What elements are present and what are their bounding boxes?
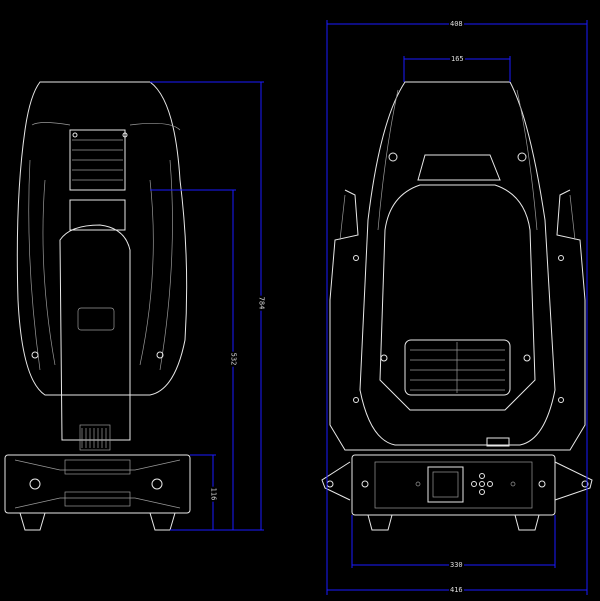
front-heatsink <box>404 339 511 396</box>
side-view <box>4 81 191 531</box>
dim-408: 408 <box>449 20 464 28</box>
dim-416: 416 <box>449 586 464 594</box>
front-base <box>351 454 556 516</box>
side-head-outline <box>16 81 188 396</box>
side-yoke-arm <box>59 224 131 441</box>
dim-784: 784 <box>257 295 266 311</box>
front-head-outline <box>359 81 556 446</box>
side-heatsink <box>69 129 126 191</box>
dim-532: 532 <box>229 351 238 367</box>
front-base-handles <box>321 461 593 501</box>
front-dimensions <box>326 20 588 595</box>
dim-116: 116 <box>209 486 218 502</box>
front-view <box>321 81 593 531</box>
control-display <box>427 466 464 503</box>
front-yoke <box>329 189 586 451</box>
dim-165: 165 <box>450 55 465 63</box>
side-dimensions <box>150 81 264 531</box>
dim-330: 330 <box>449 561 464 569</box>
side-base <box>4 454 191 514</box>
